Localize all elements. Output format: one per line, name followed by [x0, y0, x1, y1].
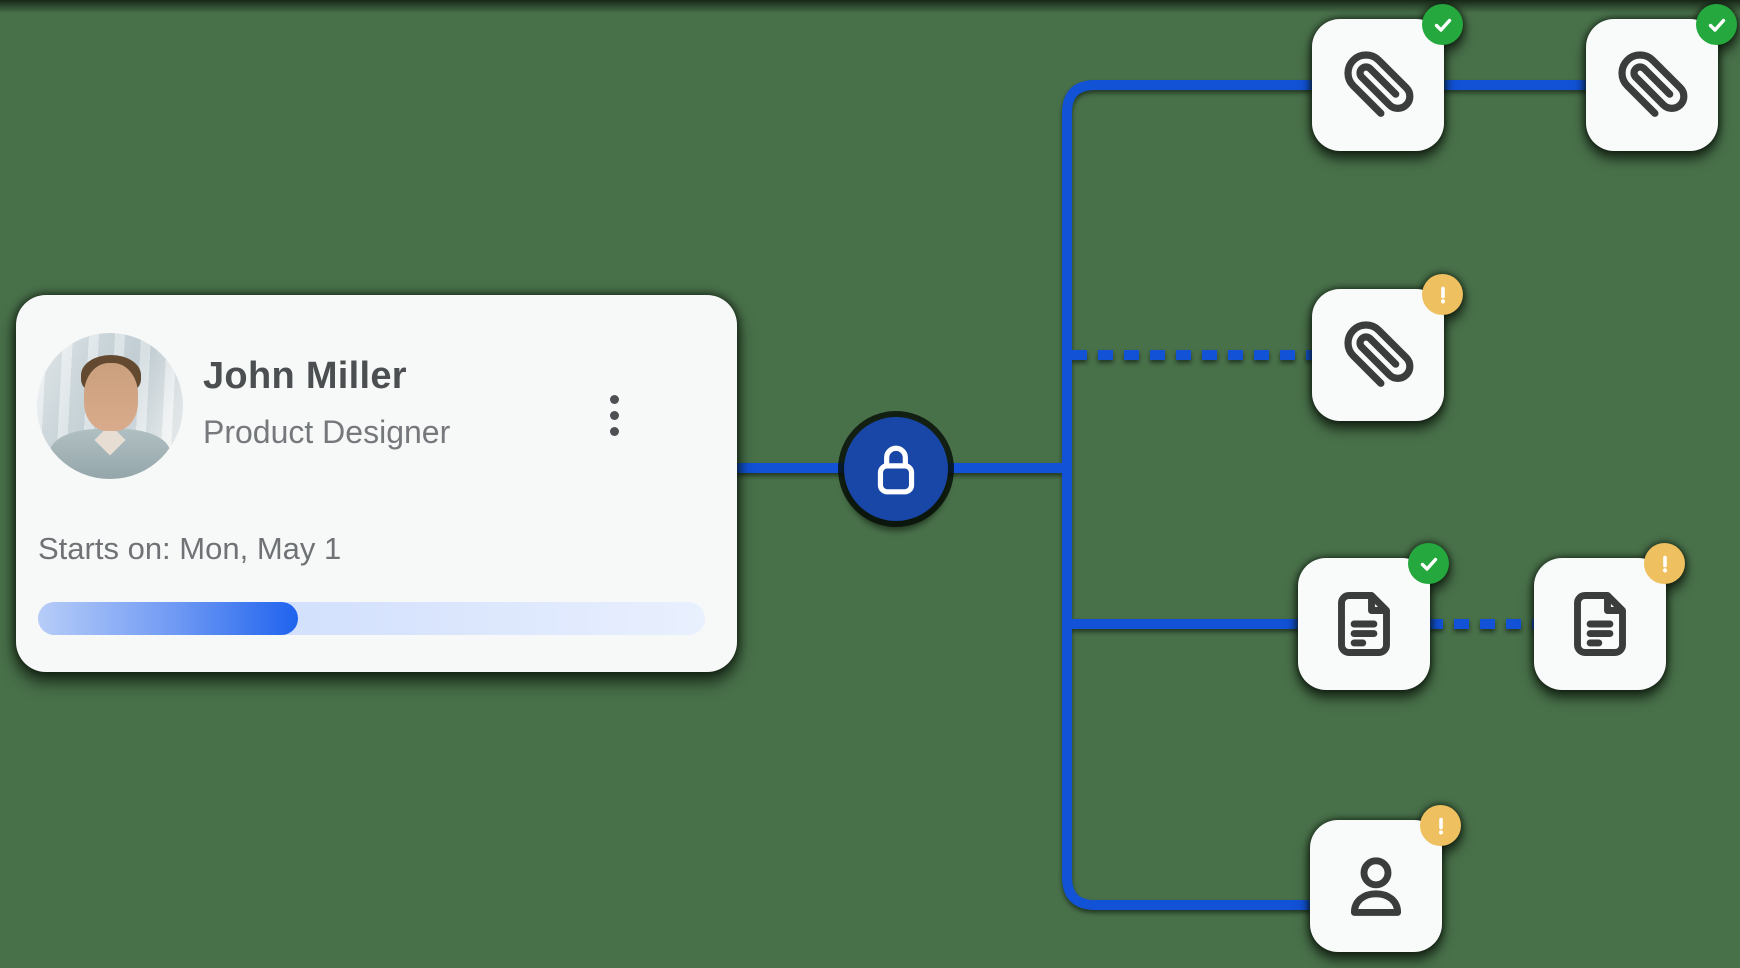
status-check-badge	[1408, 543, 1449, 584]
person-icon	[1350, 857, 1402, 916]
node-attachment-1[interactable]	[1312, 4, 1463, 151]
document-icon	[1574, 592, 1626, 656]
status-warning-badge	[1420, 805, 1461, 846]
employee-identity: John Miller Product Designer	[203, 355, 450, 451]
exclamation-icon	[1438, 817, 1443, 834]
paperclip-icon	[1344, 321, 1414, 387]
employee-name: John Miller	[203, 355, 407, 397]
onboarding-progress-bar	[38, 602, 705, 635]
node-attachment-3[interactable]	[1312, 274, 1463, 421]
employee-card: John Miller Product Designer Starts on: …	[16, 295, 737, 672]
exclamation-icon	[1662, 555, 1667, 572]
document-icon	[1338, 592, 1390, 656]
avatar-face	[84, 363, 138, 431]
node-profile-1[interactable]	[1310, 805, 1461, 952]
status-check-badge	[1422, 4, 1463, 45]
lock-icon	[877, 445, 915, 495]
paperclip-icon	[1618, 51, 1688, 117]
check-icon	[1708, 18, 1725, 32]
lock-node[interactable]	[844, 417, 948, 521]
employee-role: Product Designer	[203, 414, 451, 450]
status-warning-badge	[1644, 543, 1685, 584]
check-icon	[1420, 557, 1437, 571]
avatar	[37, 333, 183, 479]
node-attachment-2[interactable]	[1586, 4, 1737, 151]
paperclip-icon	[1344, 51, 1414, 117]
start-date-label: Starts on: Mon, May 1	[38, 531, 342, 566]
connector-trunk	[1062, 80, 1312, 910]
node-document-2[interactable]	[1534, 543, 1685, 690]
kebab-menu-icon[interactable]	[594, 385, 634, 445]
status-check-badge	[1696, 4, 1737, 45]
exclamation-icon	[1440, 286, 1445, 303]
status-warning-badge	[1422, 274, 1463, 315]
check-icon	[1434, 18, 1451, 32]
node-document-1[interactable]	[1298, 543, 1449, 690]
onboarding-progress-fill	[38, 602, 299, 635]
